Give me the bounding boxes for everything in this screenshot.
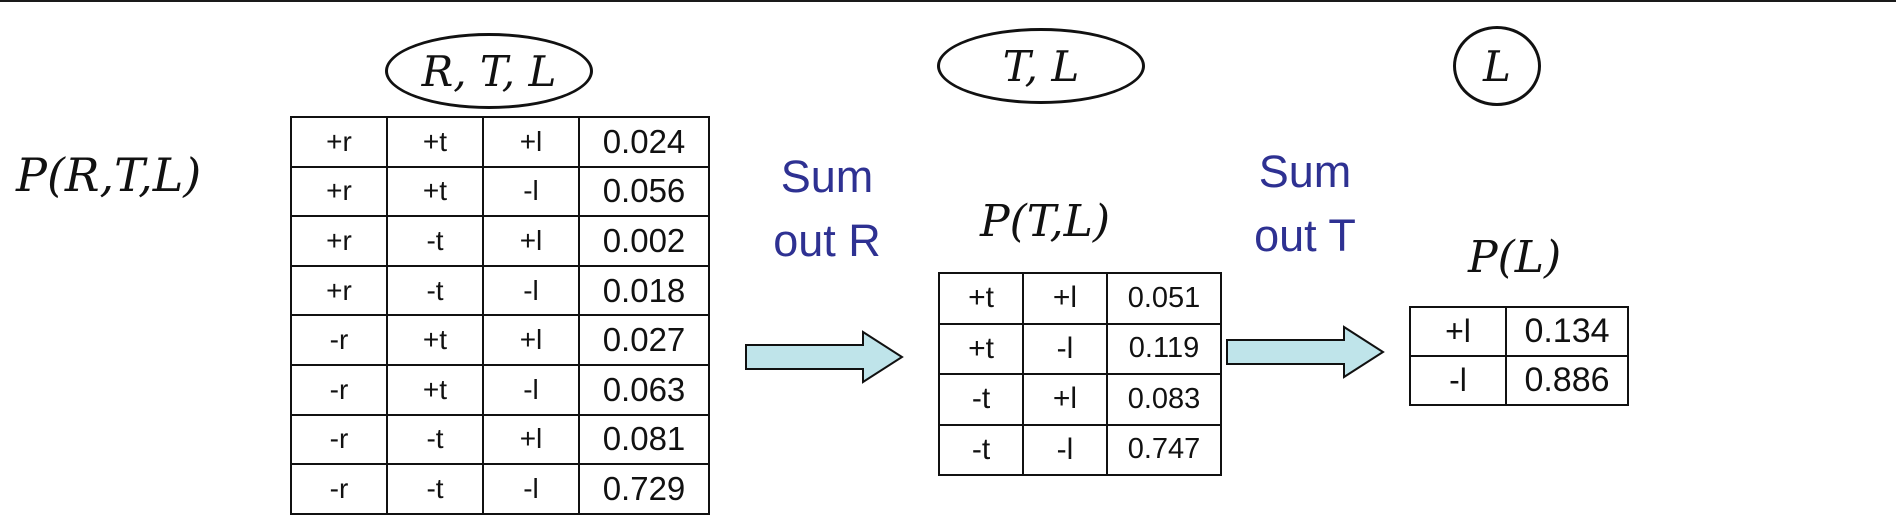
node-l-label: L xyxy=(1483,41,1511,91)
probability-cell: 0.886 xyxy=(1505,355,1629,406)
assignment-cell: -t xyxy=(386,264,484,317)
node-tl-label: T, L xyxy=(1002,41,1080,91)
step-sum-out-t-line1: Sum xyxy=(1258,146,1352,197)
arrow-shape xyxy=(745,330,904,384)
assignment-cell: -r xyxy=(290,463,388,515)
probability-cell: 0.024 xyxy=(578,116,710,168)
step-sum-out-t-line2: out T xyxy=(1254,210,1356,261)
assignment-cell: +t xyxy=(386,165,484,218)
arrow-shape xyxy=(1226,325,1385,379)
probability-cell: 0.134 xyxy=(1505,306,1629,357)
assignment-cell: +r xyxy=(290,215,388,267)
step-sum-out-r-line1: Sum xyxy=(780,151,874,202)
assignment-cell: -t xyxy=(386,413,484,466)
assignment-cell: -l xyxy=(1409,355,1507,406)
assignment-cell: +l xyxy=(1022,373,1108,426)
assignment-cell: -l xyxy=(482,165,580,218)
assignment-cell: +l xyxy=(482,314,580,366)
probability-cell: 0.002 xyxy=(578,215,710,267)
assignment-cell: +t xyxy=(386,363,484,416)
assignment-cell: -l xyxy=(482,363,580,416)
top-border-line xyxy=(0,0,1896,2)
assignment-cell: +t xyxy=(938,322,1024,375)
assignment-cell: +l xyxy=(482,116,580,168)
assignment-cell: +l xyxy=(482,215,580,267)
assignment-cell: +t xyxy=(938,272,1024,325)
probability-cell: 0.056 xyxy=(578,165,710,218)
assignment-cell: -t xyxy=(386,463,484,515)
node-tl-oval: T, L xyxy=(937,28,1145,104)
assignment-cell: +t xyxy=(386,116,484,168)
assignment-cell: -l xyxy=(482,463,580,515)
expr-p-rtl: P(R,T,L) xyxy=(16,148,202,202)
probability-cell: 0.747 xyxy=(1106,423,1222,476)
assignment-cell: +r xyxy=(290,264,388,317)
assignment-cell: -t xyxy=(938,373,1024,426)
arrow-right-icon xyxy=(1226,325,1385,379)
probability-cell: 0.063 xyxy=(578,363,710,416)
arrow-right-icon xyxy=(745,330,904,384)
probability-cell: 0.081 xyxy=(578,413,710,466)
node-rtl-label: R, T, L xyxy=(421,46,557,96)
assignment-cell: -t xyxy=(386,215,484,267)
probability-cell: 0.083 xyxy=(1106,373,1222,426)
expr-p-l: P(L) xyxy=(1468,232,1562,283)
step-sum-out-r: Sum out R xyxy=(752,145,902,273)
probability-cell: 0.119 xyxy=(1106,322,1222,375)
assignment-cell: +l xyxy=(482,413,580,466)
assignment-cell: -r xyxy=(290,413,388,466)
assignment-cell: -r xyxy=(290,363,388,416)
probability-cell: 0.051 xyxy=(1106,272,1222,325)
assignment-cell: +r xyxy=(290,165,388,218)
step-sum-out-r-line2: out R xyxy=(773,215,881,266)
assignment-cell: +l xyxy=(1022,272,1108,325)
probability-cell: 0.027 xyxy=(578,314,710,366)
assignment-cell: -l xyxy=(1022,322,1108,375)
assignment-cell: +t xyxy=(386,314,484,366)
assignment-cell: -l xyxy=(482,264,580,317)
probability-cell: 0.018 xyxy=(578,264,710,317)
assignment-cell: +r xyxy=(290,116,388,168)
expr-p-tl: P(T,L) xyxy=(980,196,1111,247)
assignment-cell: -t xyxy=(938,423,1024,476)
probability-cell: 0.729 xyxy=(578,463,710,515)
assignment-cell: -r xyxy=(290,314,388,366)
step-sum-out-t: Sum out T xyxy=(1230,140,1380,268)
assignment-cell: +l xyxy=(1409,306,1507,357)
assignment-cell: -l xyxy=(1022,423,1108,476)
node-l-oval: L xyxy=(1453,26,1541,106)
node-rtl-oval: R, T, L xyxy=(385,33,593,109)
